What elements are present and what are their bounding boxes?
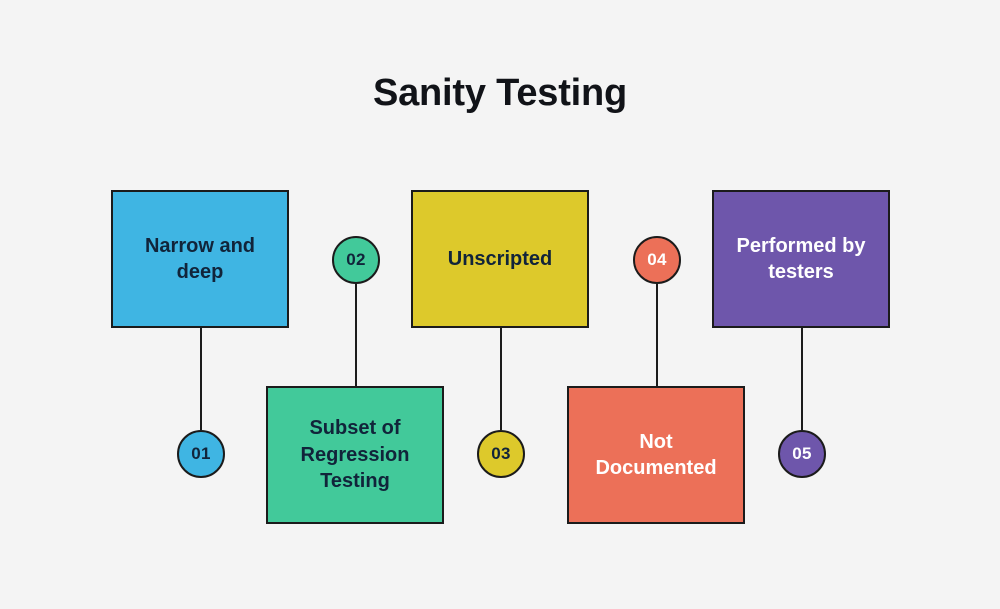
node-number-1: 01 <box>191 444 211 463</box>
node-box-4[interactable]: Not Documented <box>567 386 745 524</box>
connector-line-5 <box>801 328 803 430</box>
node-circle-3[interactable]: 03 <box>477 430 525 478</box>
node-number-5: 05 <box>792 444 812 463</box>
node-box-label-3: Unscripted <box>447 247 553 270</box>
diagram-column-4: 04 Not Documented <box>557 0 757 609</box>
node-box-label-2: Subset of Regression Testing <box>300 417 410 493</box>
connector-line-4 <box>656 284 658 386</box>
node-circle-1[interactable]: 01 <box>177 430 225 478</box>
node-circle-5[interactable]: 05 <box>778 430 826 478</box>
node-box-label-5: Performed by testers <box>736 234 866 283</box>
connector-line-1 <box>200 328 202 430</box>
node-box-2[interactable]: Subset of Regression Testing <box>266 386 444 524</box>
node-box-3[interactable]: Unscripted <box>411 190 589 328</box>
node-number-3: 03 <box>491 444 511 463</box>
node-circle-2[interactable]: 02 <box>332 236 380 284</box>
page-title: Sanity Testing <box>372 72 628 114</box>
connector-line-2 <box>355 284 357 386</box>
node-box-label-4: Not Documented <box>595 430 717 479</box>
diagram-column-5: Performed by testers 05 <box>702 0 902 609</box>
node-box-5[interactable]: Performed by testers <box>712 190 890 328</box>
diagram-column-1: Narrow and deep 01 <box>101 0 301 609</box>
node-number-4: 04 <box>647 250 667 269</box>
diagram-column-2: 02 Subset of Regression Testing <box>256 0 456 609</box>
node-box-label-1: Narrow and deep <box>144 234 256 283</box>
node-box-1[interactable]: Narrow and deep <box>111 190 289 328</box>
connector-line-3 <box>500 328 502 430</box>
diagram-column-3: Unscripted 03 <box>401 0 601 609</box>
node-number-2: 02 <box>346 250 366 269</box>
node-circle-4[interactable]: 04 <box>633 236 681 284</box>
